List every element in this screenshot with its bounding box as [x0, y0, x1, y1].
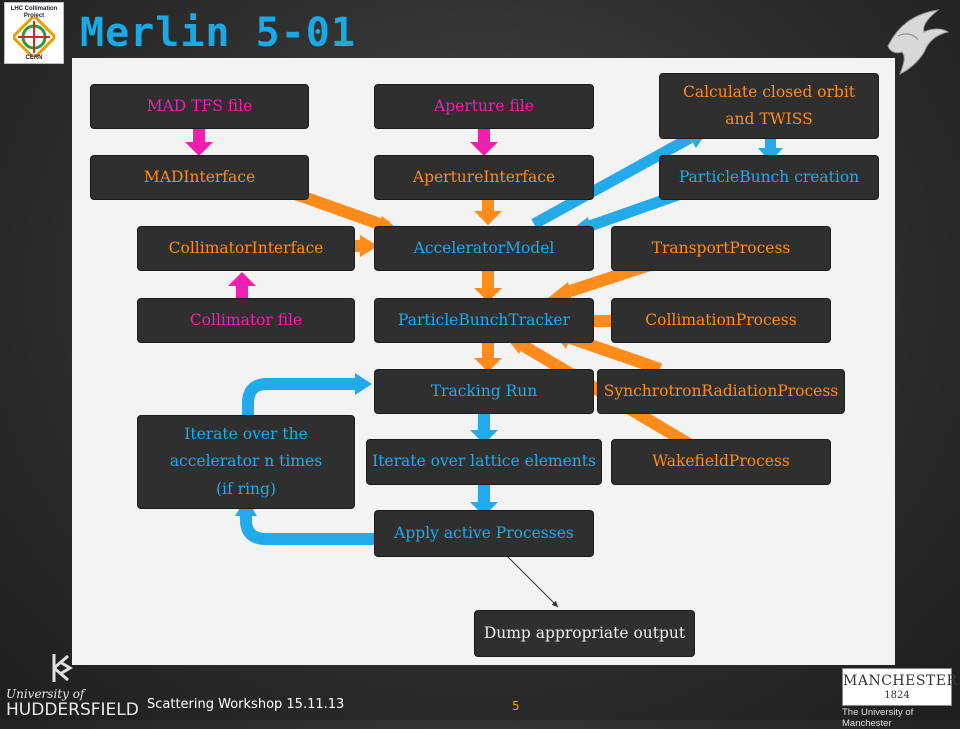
- thin-arrow: [507, 556, 559, 608]
- merlin-bird-icon: [887, 9, 950, 76]
- node-wakefieldprocess: WakefieldProcess: [611, 439, 831, 485]
- manchester-logo-box: MANCHESTER 1824: [842, 668, 958, 706]
- node-tracking-run: Tracking Run: [374, 369, 594, 414]
- node-calc-closed-orbit: Calculate closed orbit and TWISS: [659, 73, 879, 139]
- manchester-name: MANCHESTER: [843, 673, 958, 689]
- node-particlebunchtracker: ParticleBunchTracker: [374, 298, 594, 343]
- manchester-year: 1824: [884, 690, 910, 701]
- node-collimatorinterface: CollimatorInterface: [137, 226, 355, 271]
- huddersfield-line1: University of: [6, 687, 85, 701]
- node-iterate-accelerator: Iterate over the accelerator n times (if…: [137, 415, 355, 509]
- node-transportprocess: TransportProcess: [611, 226, 831, 271]
- manchester-logo: MANCHESTER 1824 The University of Manche…: [842, 668, 960, 729]
- page-title: Merlin 5-01: [80, 10, 356, 56]
- huddersfield-line2: HUDDERSFIELD: [6, 700, 139, 720]
- page-number: 5: [512, 699, 520, 713]
- diagram-panel: MAD TFS file MADInterface Aperture file …: [72, 58, 895, 665]
- node-acceleratormodel: AcceleratorModel: [374, 226, 594, 271]
- node-synchrotronradiationprocess: SynchrotronRadiationProcess: [597, 369, 845, 414]
- lhc-collimation-logo: LHC Collimation Project CERN: [4, 2, 64, 64]
- footer-event-text: Scattering Workshop 15.11.13: [147, 697, 345, 712]
- node-apertureinterface: ApertureInterface: [374, 155, 594, 200]
- node-mad-tfs-file: MAD TFS file: [90, 84, 309, 129]
- manchester-subtitle: The University of Manchester: [842, 707, 914, 729]
- node-aperture-file: Aperture file: [374, 84, 594, 129]
- magenta-arrows: [185, 128, 498, 300]
- lhc-logo-text: LHC Collimation Project: [10, 6, 58, 19]
- node-collimationprocess: CollimationProcess: [611, 298, 831, 343]
- arrows-layer: [185, 128, 783, 608]
- huddersfield-emblem-icon: [52, 654, 73, 682]
- cern-label: CERN: [25, 55, 43, 61]
- node-madinterface: MADInterface: [90, 155, 309, 200]
- node-dump-output: Dump appropriate output: [474, 610, 695, 657]
- node-apply-processes: Apply active Processes: [374, 510, 594, 557]
- node-collimator-file: Collimator file: [137, 298, 355, 343]
- node-iterate-lattice: Iterate over lattice elements: [366, 439, 602, 485]
- crosshair-icon: [13, 17, 55, 57]
- node-particlebunch-creation: ParticleBunch creation: [659, 155, 879, 200]
- huddersfield-logo: University of HUDDERSFIELD: [0, 650, 139, 720]
